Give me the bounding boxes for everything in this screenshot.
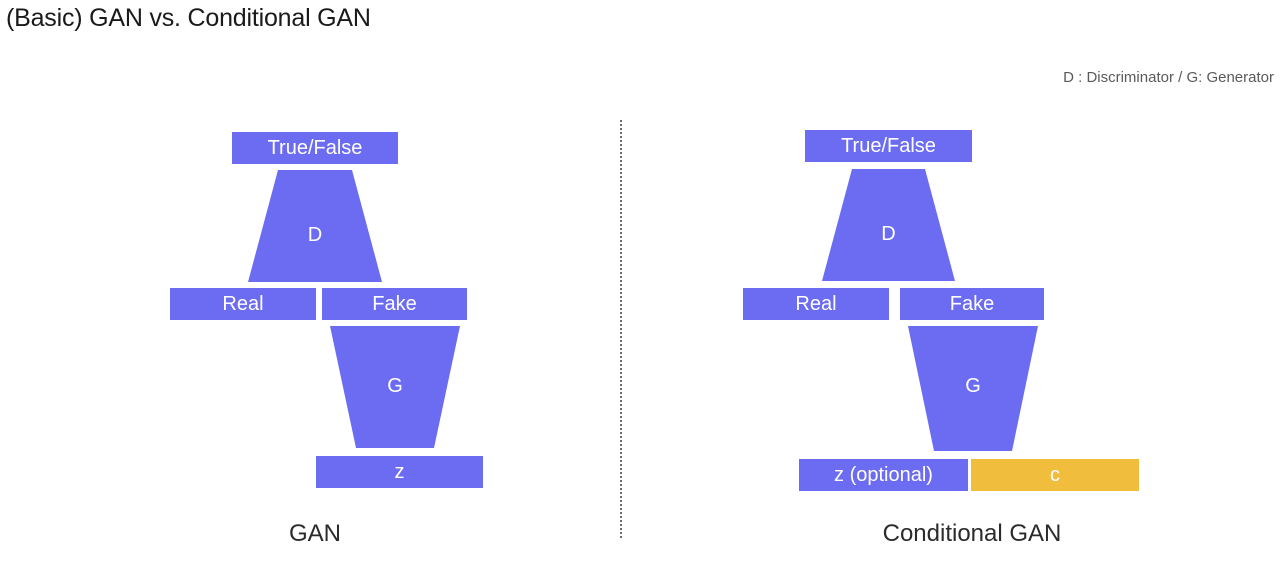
node-condition-c[interactable]: c — [971, 459, 1139, 491]
node-fake[interactable]: Fake — [322, 288, 467, 320]
node-true-false[interactable]: True/False — [805, 130, 972, 162]
generator-trapezoid-shape — [330, 326, 460, 448]
legend-note: D : Discriminator / G: Generator — [1063, 69, 1274, 86]
panel-divider — [620, 120, 622, 538]
generator-trapezoid-shape — [908, 326, 1038, 451]
generator-label: G — [965, 375, 981, 397]
discriminator-trapezoid-shape — [248, 170, 382, 282]
node-fake[interactable]: Fake — [900, 288, 1044, 320]
generator-label: G — [387, 375, 403, 397]
node-noise-z[interactable]: z — [316, 456, 483, 488]
node-discriminator[interactable]: D — [248, 170, 382, 282]
discriminator-label: D — [881, 223, 896, 245]
node-real[interactable]: Real — [743, 288, 889, 320]
page-title: (Basic) GAN vs. Conditional GAN — [6, 4, 371, 32]
node-true-false[interactable]: True/False — [232, 132, 398, 164]
node-discriminator[interactable]: D — [822, 169, 955, 281]
node-generator[interactable]: G — [330, 326, 460, 448]
node-noise-z[interactable]: z (optional) — [799, 459, 968, 491]
discriminator-trapezoid-shape — [822, 169, 955, 281]
panel-caption-conditional-gan: Conditional GAN — [882, 520, 1062, 547]
node-real[interactable]: Real — [170, 288, 316, 320]
node-generator[interactable]: G — [908, 326, 1038, 451]
discriminator-label: D — [307, 224, 323, 246]
panel-caption-gan: GAN — [288, 520, 341, 547]
